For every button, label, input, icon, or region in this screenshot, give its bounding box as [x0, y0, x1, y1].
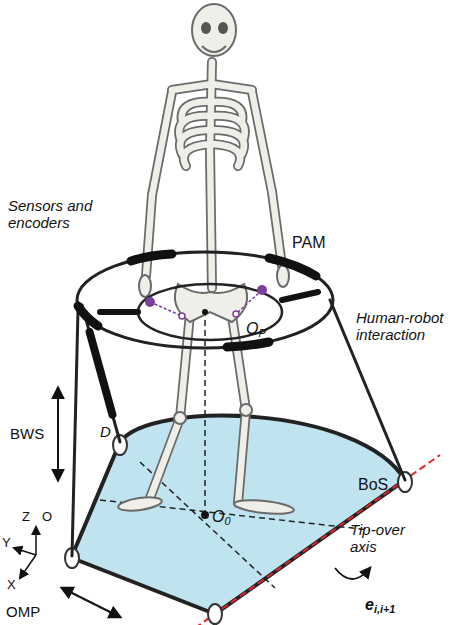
outer-ring: [77, 252, 333, 348]
base-right-rail: [215, 480, 405, 614]
omni-platform-frame: [72, 416, 405, 614]
main-part: O: [246, 320, 258, 337]
base-dashed-line: [100, 500, 370, 530]
axis-label: O: [42, 510, 52, 525]
knee: [240, 404, 252, 416]
reference-lines: [100, 300, 370, 588]
base-dashed-line: [140, 462, 275, 588]
human-skeleton: [117, 4, 294, 516]
subscript-part: i,i+1: [374, 603, 395, 615]
attachment-point: [233, 311, 239, 317]
region-fill: [72, 416, 405, 614]
eye-socket: [201, 22, 211, 34]
front-left-post: [72, 310, 78, 556]
region-outline: [72, 410, 406, 615]
wheel: [208, 604, 222, 624]
base-left-rail: [72, 442, 120, 556]
axis-description: Tip-over axis: [350, 522, 422, 556]
inner-ring: [138, 284, 282, 340]
ring-strut: [282, 292, 318, 300]
ring-handle: [227, 342, 269, 347]
eye-socket: [218, 22, 228, 34]
right-hand: [277, 265, 289, 287]
base-of-support-region: BoS: [72, 410, 406, 615]
left-hand: [139, 275, 151, 297]
interaction-label: Human-robot interaction: [356, 310, 454, 344]
axis-label: Y: [2, 536, 11, 551]
bws-actuator: [90, 332, 113, 415]
bone-fill: [146, 62, 282, 503]
base-rear-arc: [120, 416, 405, 480]
axis-label: X: [7, 578, 16, 593]
interaction-link: [236, 290, 262, 314]
knee: [174, 412, 186, 424]
base-front-rail: [72, 558, 215, 614]
axis-label: Z: [22, 510, 30, 525]
z-axis: [35, 527, 37, 555]
y-axis: [14, 548, 36, 555]
tip-over-axis-line: [195, 455, 440, 625]
pelvis-center-point: [202, 309, 208, 315]
skull: [192, 4, 236, 56]
point-label: OP: [246, 320, 266, 338]
bone-outline: [146, 62, 282, 503]
bws-motion-arrow: [57, 388, 59, 480]
right-foot: [234, 498, 295, 516]
x-axis: [20, 555, 36, 578]
wheel: [113, 435, 127, 455]
pelvis: [175, 284, 247, 322]
wheels: [65, 435, 412, 624]
module-label: OMP: [6, 604, 40, 621]
attachment-point: [179, 313, 185, 319]
wheel: [65, 548, 79, 568]
interaction-point: [257, 285, 267, 295]
ring-handle: [269, 258, 316, 276]
origin-point: [201, 511, 209, 519]
interaction-point: [145, 297, 155, 307]
left-foot: [117, 495, 162, 513]
module-label: BWS: [10, 426, 44, 443]
main-part: e: [365, 596, 374, 613]
frame-posts: [72, 300, 405, 556]
omp-motion-arrow: [62, 588, 120, 617]
rear-left-post: [82, 305, 120, 442]
module-label: PAM: [292, 234, 325, 252]
vector-label: ei,i+1: [365, 596, 395, 614]
pelvic-assistance-ring: [77, 252, 333, 348]
right-post: [330, 300, 405, 480]
interaction-points: [145, 285, 267, 319]
ring-handle: [78, 306, 98, 326]
interaction-link: [150, 302, 182, 316]
subscript-part: P: [258, 327, 265, 339]
jaw: [202, 46, 226, 52]
tip-over-rotation-arrow: [335, 568, 370, 579]
region-label: BoS: [358, 476, 388, 494]
ring-strut: [100, 309, 138, 315]
coordinate-axes: [14, 527, 36, 578]
vertical-dashed-line: [204, 300, 206, 515]
wheel: [398, 472, 412, 492]
sensor-label: Sensors and encoders: [8, 198, 103, 232]
ring-handle: [131, 254, 172, 261]
point-label: D: [100, 424, 111, 441]
